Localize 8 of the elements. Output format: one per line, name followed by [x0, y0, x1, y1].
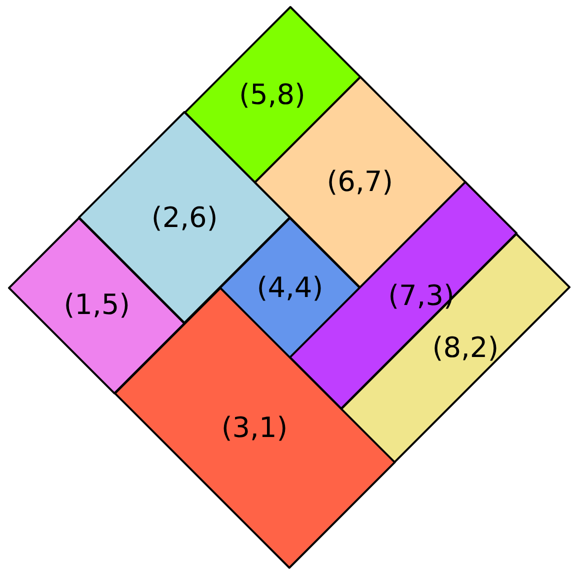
tile-label: (6,7): [326, 168, 394, 196]
tile-label: (7,3): [388, 282, 454, 310]
tile-label: (5,8): [239, 80, 306, 109]
tile-label: (4,4): [256, 274, 324, 302]
tile-label: (1,5): [64, 291, 130, 320]
tile-label: (2,6): [151, 204, 218, 232]
tile-label: (3,1): [221, 414, 288, 442]
tile-label: (8,2): [432, 334, 499, 362]
